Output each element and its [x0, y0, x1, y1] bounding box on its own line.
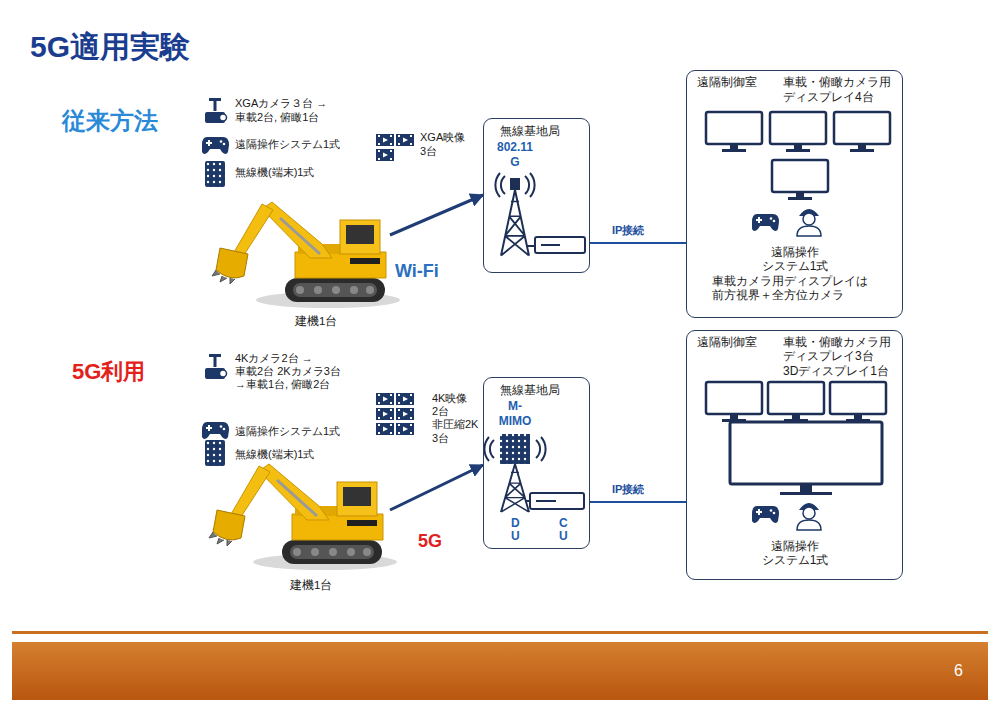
machine-node: 建機1台: [195, 455, 390, 590]
monitor: [834, 112, 890, 152]
base-unit-detail: [536, 500, 556, 502]
operator-icon: [797, 209, 821, 236]
display-note: 車載・俯瞰カメラ用 ディスプレイ3台 3Dディスプレイ1台: [783, 335, 899, 378]
wire: [527, 245, 535, 247]
mimo-antenna-grid: [500, 434, 530, 464]
link-label: Wi-Fi: [395, 260, 439, 283]
equipment-note: 無線機(端末)1式: [235, 166, 314, 180]
video-icon: [376, 408, 394, 420]
box-heading: 遠隔制御室: [697, 335, 757, 350]
system-note: 遠隔操作 システム1式: [747, 539, 843, 568]
video-icon: [376, 149, 394, 161]
equipment-note: XGAカメラ３台 →車載2台, 俯瞰1台: [235, 97, 351, 125]
monitor: [706, 382, 762, 422]
connector: [390, 465, 483, 510]
tower: [501, 190, 529, 256]
controller-icon: [752, 506, 779, 523]
radio-terminal-icon: [205, 440, 225, 466]
unit-label: C U: [559, 517, 571, 543]
page-number: 6: [954, 661, 963, 681]
section-heading: 従来方法: [62, 106, 158, 136]
section-heading: 5G利用: [72, 358, 145, 386]
monitor: [770, 112, 826, 152]
video-icon: [376, 393, 394, 405]
link-label: IP接続: [612, 224, 644, 238]
link-label: IP接続: [612, 483, 644, 497]
video-icon: [396, 423, 414, 435]
display-note: 車載カメラ用ディスプレイは 前方視界＋全方位カメラ: [712, 275, 892, 303]
box-heading: 遠隔制御室: [697, 75, 757, 90]
controller-icon: [202, 137, 229, 154]
base-unit-detail: [541, 244, 560, 246]
base-unit: [535, 237, 585, 253]
radio-waves: [484, 437, 545, 461]
3d-display-base: [780, 492, 832, 495]
display-note: 車載・俯瞰カメラ用 ディスプレイ4台: [783, 75, 899, 105]
video-icon: [376, 423, 394, 435]
equipment-note: 無線機(端末)1式: [235, 448, 314, 462]
connector: [590, 501, 686, 503]
video-note: XGA映像 3台: [420, 131, 480, 159]
connector: [590, 242, 686, 244]
footer-bar: [12, 642, 988, 700]
radio-terminal-icon: [205, 161, 225, 187]
connector: [390, 195, 483, 235]
3d-display-stand: [800, 484, 812, 492]
base-unit: [530, 493, 584, 509]
base-station-box: 無線基地局802.11 G: [483, 118, 590, 273]
control-room-box: 遠隔制御室 車載・俯瞰カメラ用 ディスプレイ3台 3Dディスプレイ1台遠隔操作 シ…: [686, 330, 903, 580]
camera-icon: [205, 354, 227, 379]
machine-node: 建機1台: [195, 190, 390, 330]
operator-icon: [797, 503, 821, 530]
camera-icon: [205, 98, 227, 123]
equipment-note: 4Kカメラ2台 →車載2台 2Kカメラ3台 →車載1台, 俯瞰2台: [235, 352, 351, 392]
3d-display: [730, 422, 882, 484]
monitor: [830, 382, 886, 422]
video-icon: [396, 134, 414, 146]
tower: [501, 464, 529, 512]
video-icon: [396, 393, 414, 405]
machine-label: 建機1台: [290, 578, 332, 592]
excavator-illustration: [209, 464, 397, 570]
equipment-note: 遠隔操作システム1式: [235, 138, 340, 152]
excavator-illustration: [212, 202, 400, 308]
video-note: 4K映像 2台 非圧縮2K 3台: [432, 392, 482, 445]
controller-icon: [202, 422, 229, 439]
monitor: [772, 160, 828, 200]
box-heading: 無線基地局: [500, 124, 560, 139]
controller-icon: [752, 214, 779, 231]
control-room-box: 遠隔制御室 車載・俯瞰カメラ用 ディスプレイ4台遠隔操作 システム1式車載カメラ用…: [686, 70, 903, 318]
equipment-note: 遠隔操作システム1式: [235, 425, 340, 439]
antenna: [510, 178, 520, 190]
unit-label: D U: [511, 517, 523, 543]
base-station-box: 無線基地局M- MIMO D U C U: [483, 377, 590, 549]
system-note: 遠隔操作 システム1式: [747, 245, 843, 274]
monitor: [706, 112, 762, 152]
video-icon: [396, 408, 414, 420]
video-icon: [376, 134, 394, 146]
link-label: 5G: [418, 530, 442, 553]
page-title: 5G適用実験: [30, 28, 190, 66]
footer-line: [12, 631, 988, 634]
standard-label: M- MIMO: [492, 399, 538, 429]
box-heading: 無線基地局: [500, 383, 560, 398]
machine-label: 建機1台: [295, 314, 337, 328]
mimo-antenna: [500, 434, 530, 464]
monitor: [768, 382, 824, 422]
standard-label: 802.11 G: [492, 140, 538, 170]
